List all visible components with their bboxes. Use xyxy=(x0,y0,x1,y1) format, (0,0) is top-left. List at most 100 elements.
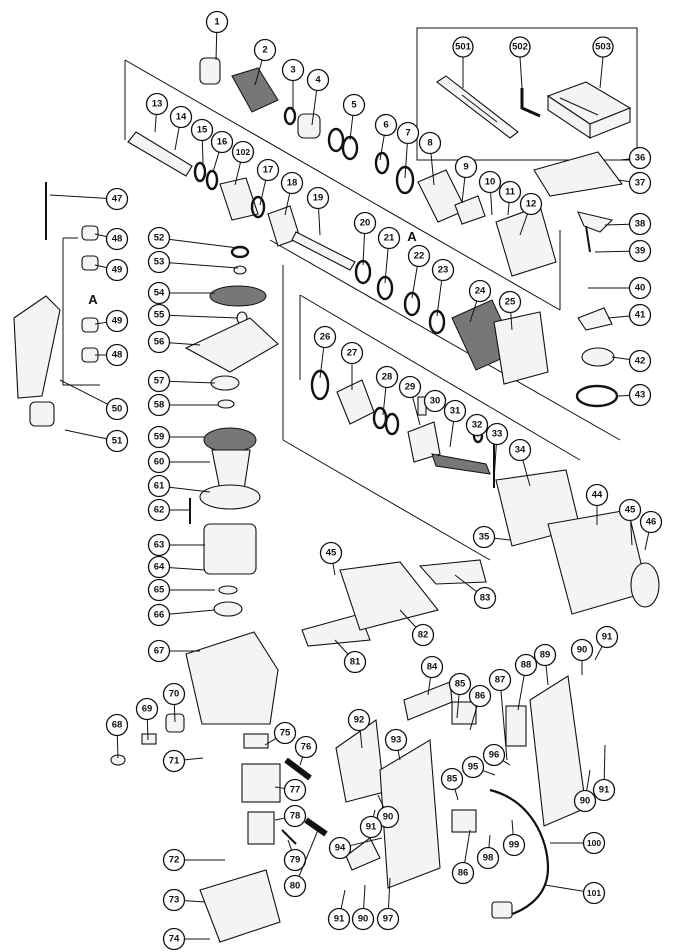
right-column-parts xyxy=(533,151,623,408)
callout-label: 90 xyxy=(383,812,394,823)
callout-label: 38 xyxy=(635,219,646,230)
callout-leader xyxy=(201,140,204,164)
callout-bubble xyxy=(411,623,435,647)
callout-29: 29 xyxy=(398,375,422,426)
callout-86: 86 xyxy=(468,684,492,731)
callout-label: 102 xyxy=(236,147,250,157)
callout-bubble xyxy=(468,684,492,708)
callout-label: 34 xyxy=(515,445,526,456)
callout-leader xyxy=(362,233,366,266)
callout-14: 14 xyxy=(169,105,193,151)
callout-84: 84 xyxy=(420,655,444,696)
callout-leader xyxy=(519,213,528,236)
callout-87: 87 xyxy=(488,668,512,761)
callout-leader xyxy=(169,262,239,269)
callout-leader xyxy=(427,677,432,696)
callout-leader xyxy=(334,639,349,655)
callout-label: 48 xyxy=(112,350,123,361)
callout-7: 7 xyxy=(396,121,420,179)
callout-label: 98 xyxy=(483,853,494,864)
callout-label: 71 xyxy=(169,756,180,767)
callout-bubble xyxy=(440,767,464,791)
callout-label: 91 xyxy=(334,914,345,925)
callout-leader xyxy=(404,143,408,179)
callout-53: 53 xyxy=(147,250,239,274)
callout-bubble xyxy=(473,586,497,610)
callout-bubble xyxy=(328,836,352,860)
callout-leader xyxy=(545,665,549,686)
callout-leader xyxy=(469,300,478,323)
callout-3: 3 xyxy=(281,58,305,112)
callout-leader xyxy=(169,567,206,571)
handle-housing xyxy=(301,559,587,919)
callout-17: 17 xyxy=(256,158,280,206)
callout-bubble xyxy=(169,105,193,129)
part-502-drawing xyxy=(520,88,541,118)
callout-52: 52 xyxy=(147,226,239,250)
callout-49: 49 xyxy=(94,258,129,282)
callout-label: 86 xyxy=(458,868,469,879)
callout-leader xyxy=(464,829,471,863)
callout-bubble xyxy=(147,425,171,449)
callout-49: 49 xyxy=(94,309,129,333)
callout-leader xyxy=(490,192,493,216)
callout-92: 92 xyxy=(347,708,371,749)
callout-label: 37 xyxy=(635,178,646,189)
callout-label: 49 xyxy=(112,265,123,276)
callout-leader xyxy=(594,250,630,253)
callout-bubble xyxy=(147,533,171,557)
callout-51: 51 xyxy=(64,429,129,453)
callout-501-label: 501 xyxy=(455,42,472,53)
callout-label: 82 xyxy=(418,630,429,641)
callout-16: 16 xyxy=(210,130,234,173)
callout-label: 62 xyxy=(154,505,165,516)
callout-label: 79 xyxy=(290,855,301,866)
callout-78: 78 xyxy=(274,804,307,828)
callout-label: 6 xyxy=(383,120,388,131)
callout-bubble xyxy=(105,227,129,251)
callout-91: 91 xyxy=(592,744,616,802)
callout-leader xyxy=(174,127,180,151)
callout-label: 4 xyxy=(315,75,321,86)
callout-99: 99 xyxy=(502,819,526,857)
callout-label: 100 xyxy=(587,838,601,848)
callout-94: 94 xyxy=(328,836,383,860)
callout-35: 35 xyxy=(472,525,511,549)
callout-leader xyxy=(274,786,285,789)
callout-bubble xyxy=(418,131,442,155)
callout-bubble xyxy=(283,804,307,828)
callout-label: 5 xyxy=(351,100,357,111)
callout-label: 10 xyxy=(485,177,496,188)
callout-61: 61 xyxy=(147,474,211,498)
callout-label: 53 xyxy=(154,257,165,268)
callout-leader xyxy=(436,280,443,317)
callout-85: 85 xyxy=(448,672,472,719)
callout-21: 21 xyxy=(377,226,401,284)
callout-bubble xyxy=(375,365,399,389)
callout-label: 25 xyxy=(505,297,516,308)
callout-leader xyxy=(482,770,496,776)
callout-leader xyxy=(494,537,511,541)
callout-36: 36 xyxy=(619,146,652,170)
callout-bubble xyxy=(585,483,609,507)
callout-leader xyxy=(59,379,108,405)
callout-45: 45 xyxy=(618,498,642,546)
callout-95: 95 xyxy=(461,755,496,779)
callout-leader xyxy=(284,193,291,216)
callout-leader xyxy=(184,757,204,761)
callout-bubble xyxy=(582,831,606,855)
callout-leader xyxy=(430,153,435,186)
callout-bubble xyxy=(502,833,526,857)
callout-layer: 1234567891011121314151610217181920212223… xyxy=(49,10,663,951)
callout-leader xyxy=(507,202,510,216)
callout-label: 14 xyxy=(176,112,187,123)
callout-label: 64 xyxy=(154,562,165,573)
callout-label: 55 xyxy=(154,310,165,321)
callout-label: 19 xyxy=(313,193,324,204)
callout-bubble xyxy=(105,258,129,282)
callout-48: 48 xyxy=(95,343,129,367)
callout-bubble xyxy=(595,625,619,649)
callout-leader xyxy=(617,179,630,183)
callout-leader xyxy=(319,347,325,379)
callout-98: 98 xyxy=(476,834,500,870)
